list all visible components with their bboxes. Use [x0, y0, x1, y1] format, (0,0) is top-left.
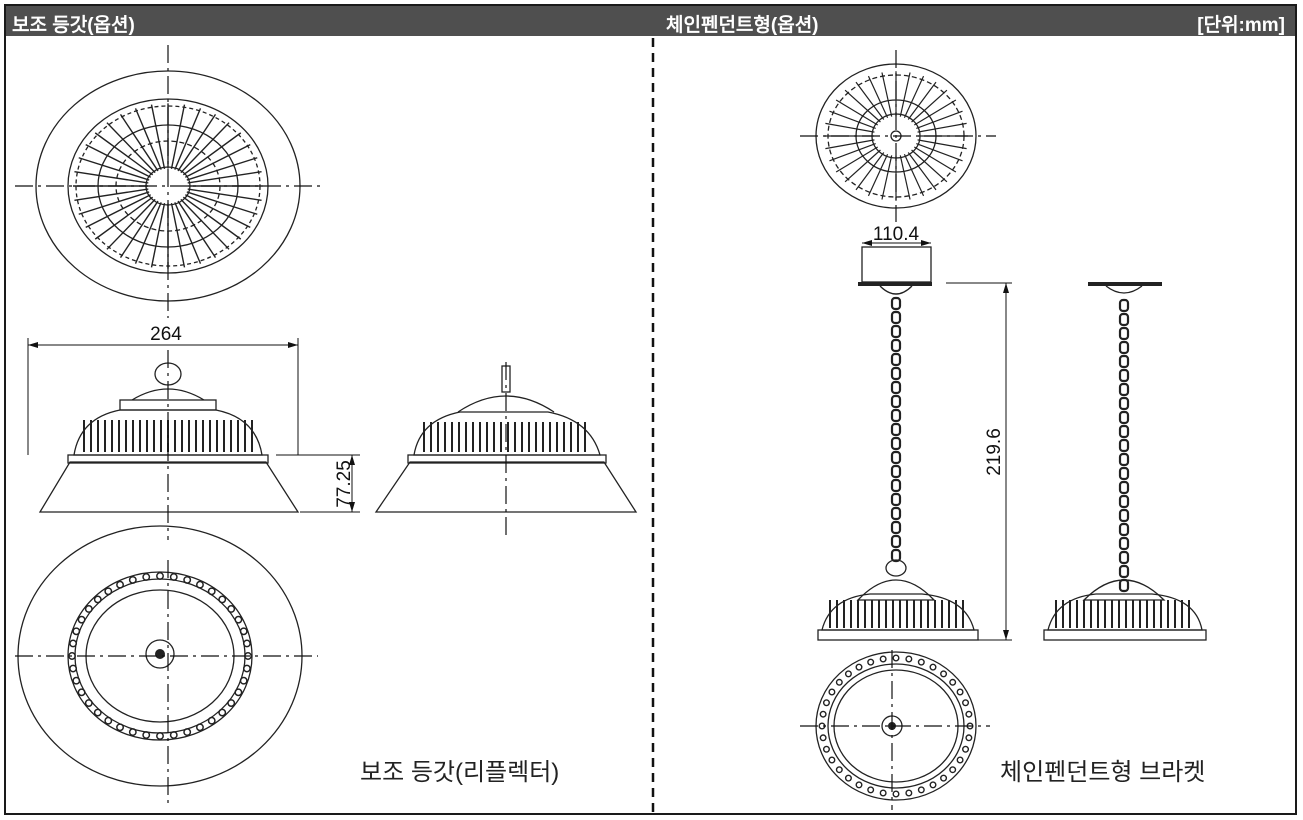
dim-width-264: 264	[150, 324, 182, 345]
reflector-side-view	[27, 338, 360, 540]
header-bar: 보조 등갓(옵션) 체인펜던트형(옵션) [단위:mm]	[6, 6, 1295, 36]
left-caption: 보조 등갓(리플렉터)	[360, 759, 559, 786]
dim-height-219-6: 219.6	[984, 428, 1005, 476]
chain-pendant-side-view	[1043, 282, 1207, 641]
reflector-top-view	[15, 45, 320, 318]
drawing-frame	[4, 4, 1297, 815]
reflector-bottom-view	[15, 525, 318, 805]
pendant-bottom-view	[800, 650, 990, 810]
dim-height-77-25: 77.25	[334, 460, 355, 508]
unit-label: [단위:mm]	[1197, 15, 1285, 36]
right-caption: 체인펜던트형 브라켓	[1000, 759, 1205, 786]
dim-width-110-4: 110.4	[873, 224, 920, 245]
reflector-side-view-alt	[374, 362, 638, 536]
center-section-title: 체인펜던트형(옵션)	[666, 15, 819, 36]
chain-pendant-view	[817, 240, 1012, 641]
left-section-title: 보조 등갓(옵션)	[12, 15, 135, 36]
pendant-top-view	[800, 50, 996, 222]
